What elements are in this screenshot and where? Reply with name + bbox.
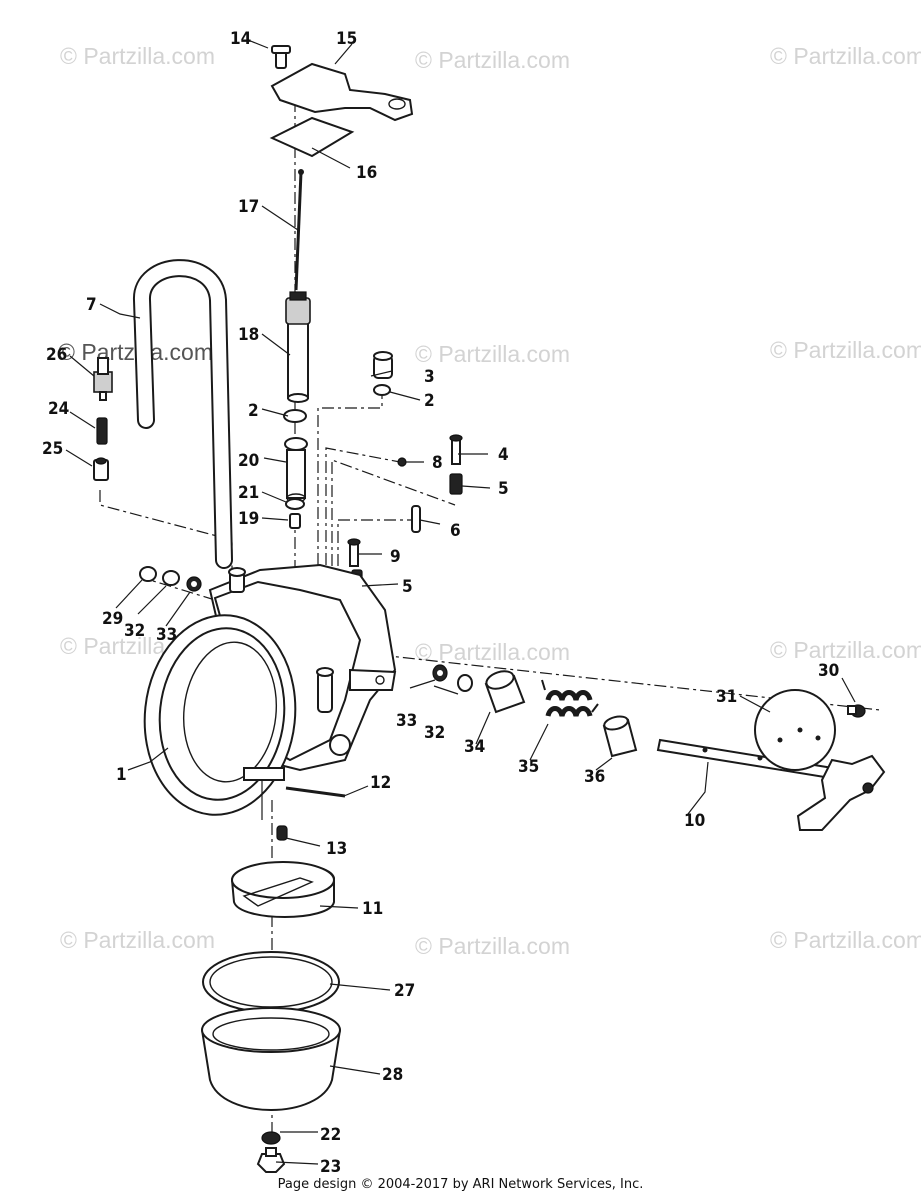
watermark: © Partzilla.com bbox=[770, 927, 921, 953]
part-20-body bbox=[284, 437, 308, 503]
part-18-throttle-slide bbox=[285, 291, 311, 403]
part-12-float-pin bbox=[285, 786, 346, 798]
callout-2: 2 bbox=[424, 391, 435, 411]
part-8-ball bbox=[397, 457, 407, 467]
callout-25: 25 bbox=[42, 439, 63, 459]
part-23-drain-screw bbox=[256, 1147, 286, 1173]
part-14-screw bbox=[271, 45, 291, 69]
callout-9: 9 bbox=[390, 547, 401, 567]
watermark: © Partzilla.com bbox=[415, 933, 570, 959]
watermark: © Partzilla.com bbox=[415, 47, 570, 73]
callout-16: 16 bbox=[356, 163, 377, 183]
callout-13: 13 bbox=[326, 839, 347, 859]
watermark: © Partzilla.com bbox=[415, 341, 570, 367]
callout-15: 15 bbox=[336, 29, 357, 49]
watermark: © Partzilla.com bbox=[415, 639, 570, 665]
part-17-needle bbox=[294, 169, 304, 291]
callout-17: 17 bbox=[238, 197, 259, 217]
part-32-washer bbox=[457, 674, 473, 692]
callout-32: 32 bbox=[124, 621, 145, 641]
part-11-float bbox=[230, 861, 335, 918]
part-28-float-bowl bbox=[200, 1007, 342, 1111]
part-13-needle-valve bbox=[276, 825, 288, 841]
callout-33: 33 bbox=[396, 711, 417, 731]
watermarks: © Partzilla.com © Partzilla.com © Partzi… bbox=[58, 43, 921, 959]
part-1-carburetor-body bbox=[143, 563, 397, 820]
part-6-pin bbox=[411, 505, 421, 533]
part-35-return-spring bbox=[541, 679, 599, 717]
part-26-fitting bbox=[93, 357, 113, 401]
part-31-throttle-plate bbox=[754, 689, 836, 771]
part-24-spring bbox=[96, 417, 108, 445]
callout-30: 30 bbox=[818, 661, 839, 681]
part-36-sleeve bbox=[602, 715, 638, 758]
callout-34: 34 bbox=[464, 737, 485, 757]
part-15-top-plate bbox=[270, 62, 414, 122]
callout-33: 33 bbox=[156, 625, 177, 645]
callout-5: 5 bbox=[402, 577, 413, 597]
callout-1: 1 bbox=[116, 765, 127, 785]
callout-23: 23 bbox=[320, 1157, 341, 1175]
watermark: © Partzilla.com bbox=[770, 337, 921, 363]
part-19-jet bbox=[289, 513, 301, 529]
watermark: © Partzilla.com bbox=[60, 43, 215, 69]
part-16-gasket bbox=[269, 116, 355, 158]
part-32-washer bbox=[162, 570, 180, 586]
watermark: © Partzilla.com bbox=[770, 637, 921, 663]
callout-36: 36 bbox=[584, 767, 605, 787]
part-2-washer bbox=[283, 409, 307, 423]
exploded-parts-diagram: © Partzilla.com © Partzilla.com © Partzi… bbox=[42, 29, 921, 1175]
callout-3: 3 bbox=[424, 367, 435, 387]
watermark: © Partzilla.com bbox=[60, 927, 215, 953]
part-5-spring bbox=[449, 473, 463, 495]
callout-8: 8 bbox=[432, 453, 443, 473]
callout-14: 14 bbox=[230, 29, 251, 49]
watermark: © Partzilla.com bbox=[770, 43, 921, 69]
leader-lines bbox=[65, 39, 856, 1165]
part-22-washer bbox=[261, 1131, 281, 1145]
callout-31: 31 bbox=[716, 687, 737, 707]
callout-4: 4 bbox=[498, 445, 509, 465]
page-footer: Page design © 2004-2017 by ARI Network S… bbox=[277, 1177, 644, 1192]
part-27-bowl-gasket bbox=[202, 951, 340, 1013]
callout-7: 7 bbox=[86, 295, 97, 315]
part-25-screw bbox=[93, 457, 109, 481]
part-30-screw bbox=[847, 704, 866, 718]
callout-11: 11 bbox=[362, 899, 383, 919]
part-29-washer bbox=[139, 566, 157, 582]
part-4-screw bbox=[449, 434, 463, 465]
callout-35: 35 bbox=[518, 757, 539, 777]
part-2-washer bbox=[373, 384, 391, 396]
part-21-washer bbox=[285, 498, 305, 510]
callout-12: 12 bbox=[370, 773, 391, 793]
callout-labels: 1 2 2 3 4 5 5 6 7 8 9 10 11 12 13 14 15 … bbox=[42, 29, 839, 1175]
callout-18: 18 bbox=[238, 325, 259, 345]
callout-20: 20 bbox=[238, 451, 259, 471]
callout-21: 21 bbox=[238, 483, 259, 503]
callout-22: 22 bbox=[320, 1125, 341, 1145]
callout-24: 24 bbox=[48, 399, 69, 419]
callout-2: 2 bbox=[248, 401, 259, 421]
callout-32: 32 bbox=[424, 723, 445, 743]
callout-28: 28 bbox=[382, 1065, 403, 1085]
part-9-screw bbox=[347, 538, 361, 567]
callout-5: 5 bbox=[498, 479, 509, 499]
callout-27: 27 bbox=[394, 981, 415, 1001]
callout-19: 19 bbox=[238, 509, 259, 529]
callout-6: 6 bbox=[450, 521, 461, 541]
callout-10: 10 bbox=[684, 811, 705, 831]
callout-26: 26 bbox=[46, 345, 67, 365]
callout-29: 29 bbox=[102, 609, 123, 629]
part-34-bushing bbox=[484, 670, 526, 714]
